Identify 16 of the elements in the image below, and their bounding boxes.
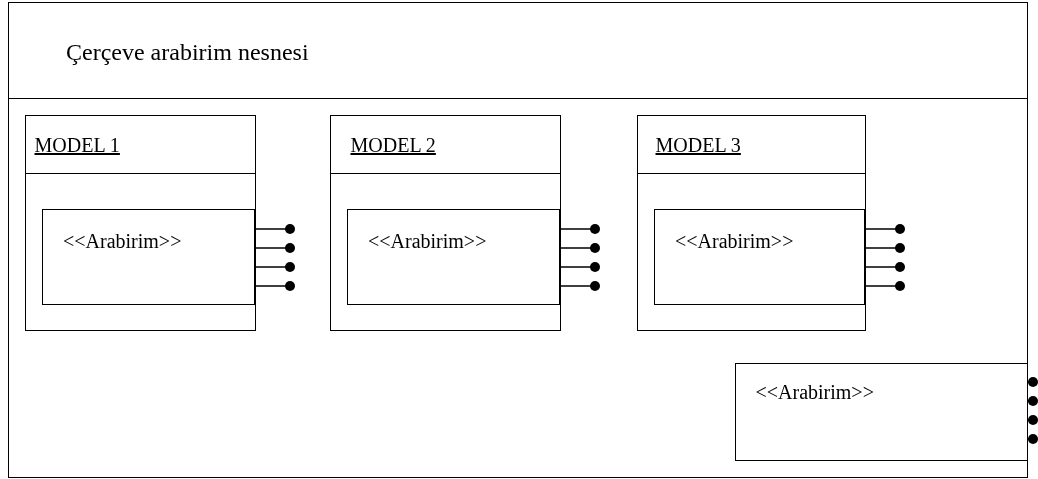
model-box	[24, 114, 256, 331]
interface-stereotype: <<Arabirim>>	[755, 380, 874, 404]
interface-box	[42, 209, 255, 305]
model-title: MODEL 1	[34, 133, 120, 157]
interface-stereotype: <<Arabirim>>	[675, 230, 794, 253]
interface-box	[654, 209, 865, 305]
interface-stereotype: <<Arabirim>>	[368, 230, 487, 253]
frame-title: Çerçeve arabirim nesnesi	[66, 39, 309, 66]
model-box	[329, 114, 561, 331]
interface-box	[734, 362, 1028, 461]
model-box	[636, 114, 866, 331]
model-title: MODEL 3	[655, 133, 741, 157]
interface-box	[347, 209, 560, 305]
frame-box	[8, 2, 1028, 478]
model-title: MODEL 2	[350, 133, 436, 157]
interface-stereotype: <<Arabirim>>	[63, 230, 182, 253]
